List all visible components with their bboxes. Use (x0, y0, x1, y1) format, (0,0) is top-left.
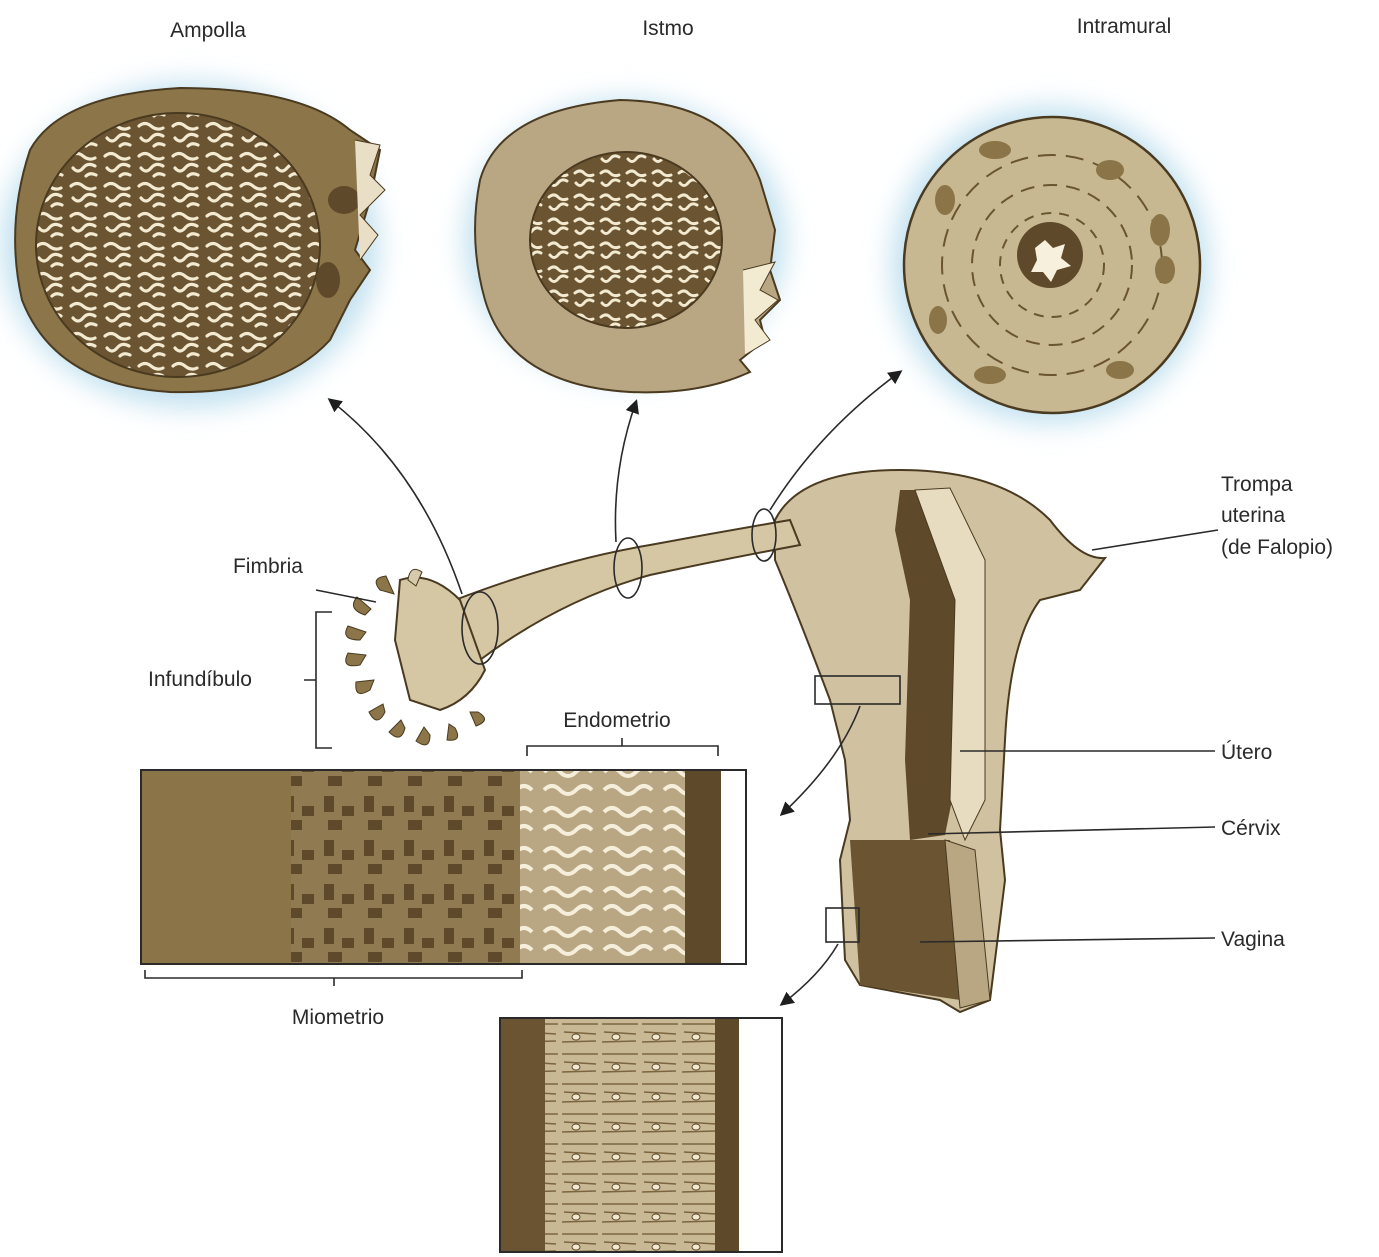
endometrium-bracket (527, 738, 718, 756)
isthmus-title: Istmo (642, 17, 693, 40)
uterus-illustration (775, 470, 1105, 1012)
tube-label-line2: uterina (1221, 504, 1286, 527)
intramural-title: Intramural (1077, 15, 1172, 38)
myometrium-label: Miometrio (292, 1006, 384, 1029)
arrow-to-ampulla (330, 400, 462, 594)
fimbria-label: Fimbria (233, 555, 303, 578)
ampulla-cross-section (2, 83, 385, 407)
isthmus-cross-section (465, 100, 785, 392)
infundibulum-label: Infundíbulo (148, 668, 252, 691)
vaginal-wall-magnification (500, 1018, 782, 1252)
uterine-wall-magnification (141, 770, 746, 964)
fallopian-tube (395, 520, 800, 710)
intramural-cross-section (892, 107, 1208, 423)
tube-leader (1092, 530, 1218, 550)
tube-label-line1: Trompa (1221, 473, 1293, 496)
endometrium-label: Endometrio (563, 709, 670, 732)
infundibulum-bracket (304, 612, 332, 748)
fimbria-leader (316, 590, 376, 602)
uterus-label: Útero (1221, 741, 1272, 764)
myometrium-bracket (145, 970, 522, 986)
arrow-to-vaginal-wall (782, 944, 838, 1004)
ampulla-title: Ampolla (170, 19, 246, 42)
vagina-label: Vagina (1221, 928, 1285, 951)
arrow-to-isthmus (615, 402, 636, 542)
cervix-label: Cérvix (1221, 817, 1281, 840)
tube-label-line3: (de Falopio) (1221, 536, 1333, 559)
